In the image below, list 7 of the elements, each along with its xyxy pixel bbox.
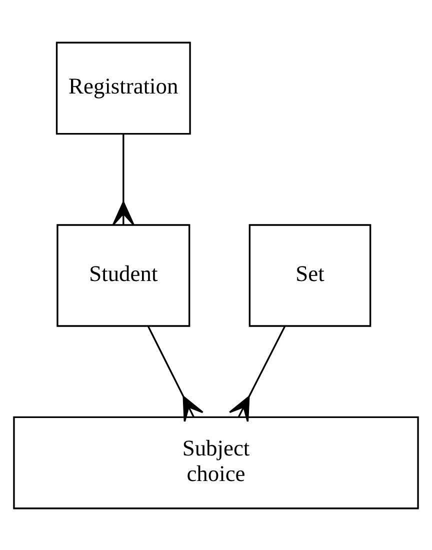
connector <box>147 325 204 422</box>
node-box: Subject choice <box>13 416 419 509</box>
node-box: Student <box>56 224 190 326</box>
connector <box>228 325 286 422</box>
connector <box>112 134 134 225</box>
node-box: Registration <box>56 41 191 134</box>
node-box: Set <box>248 224 372 326</box>
